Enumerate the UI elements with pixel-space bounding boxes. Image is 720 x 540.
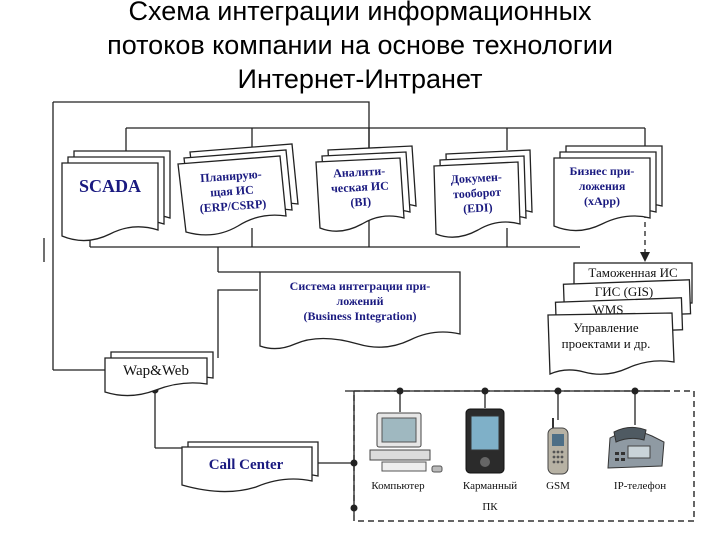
doc-scada: SCADA [61, 150, 171, 242]
bi-label-3: (BI) [350, 194, 371, 209]
xapp-label-3: (xApp) [584, 194, 620, 208]
apps-stack: Таможенная ИС ГИС (GIS) WMS Управление п… [547, 262, 693, 375]
mobile-phone-icon [547, 418, 569, 475]
project-mgmt-label-2: проектами и др. [562, 336, 651, 351]
edi-label-2: тооборот [453, 185, 502, 201]
arrow-head-icon [640, 252, 650, 262]
pda-icon [465, 408, 505, 474]
bi-system-label-3: (Business Integration) [303, 309, 416, 323]
pda-label-2: ПК [482, 501, 498, 513]
ip-phone-label: IP-телефон [614, 480, 666, 492]
bi-system-label-2: ложений [336, 294, 383, 308]
device-connectors [399, 391, 636, 425]
gsm-label: GSM [546, 480, 570, 492]
wms-label: WMS [592, 302, 623, 317]
doc-xapp: Бизнес при- ложения (xApp) [553, 145, 663, 232]
doc-callcenter: Call Center [181, 441, 319, 493]
erp-label-3: (ERP/CSRP) [199, 197, 266, 216]
callcenter-label: Call Center [209, 457, 284, 473]
title-line-3: Интернет-Интранет [237, 64, 483, 94]
title-line-1: Схема интеграции информационных [128, 0, 592, 26]
doc-wapweb: Wap&Web [104, 351, 214, 397]
gis-label: ГИС (GIS) [595, 284, 653, 299]
customs-is-label: Таможенная ИС [588, 265, 677, 280]
erp-label-1: Планирую- [200, 167, 262, 185]
xapp-label-1: Бизнес при- [570, 164, 635, 178]
ip-phone-icon [607, 426, 665, 469]
doc-erp: Планирую- щая ИС (ERP/CSRP) [177, 143, 299, 236]
pda-label-1: Карманный [463, 480, 517, 492]
bi-label-1: Аналити- [333, 164, 386, 181]
scada-label: SCADA [79, 176, 141, 196]
edi-label-1: Докумен- [450, 170, 502, 187]
slide-title: Схема интеграции информационных потоков … [0, 0, 720, 96]
wapweb-label: Wap&Web [123, 363, 189, 379]
doc-bi: Аналити- ческая ИС (BI) [315, 145, 417, 232]
erp-label-2: щая ИС [210, 182, 254, 199]
doc-edi: Докумен- тооборот (EDI) [433, 149, 533, 238]
project-mgmt-label-1: Управление [573, 320, 638, 335]
bi-system-label-1: Система интеграции при- [290, 279, 431, 293]
edi-label-3: (EDI) [463, 200, 493, 216]
doc-business-integration: Система интеграции при- ложений (Busines… [259, 271, 461, 350]
devices-frame [353, 390, 695, 522]
xapp-label-2: ложения [579, 179, 626, 193]
bi-label-2: ческая ИС [331, 178, 389, 195]
computer-label: Компьютер [371, 480, 425, 492]
title-line-2: потоков компании на основе технологии [107, 30, 613, 60]
computer-icon [369, 412, 443, 473]
